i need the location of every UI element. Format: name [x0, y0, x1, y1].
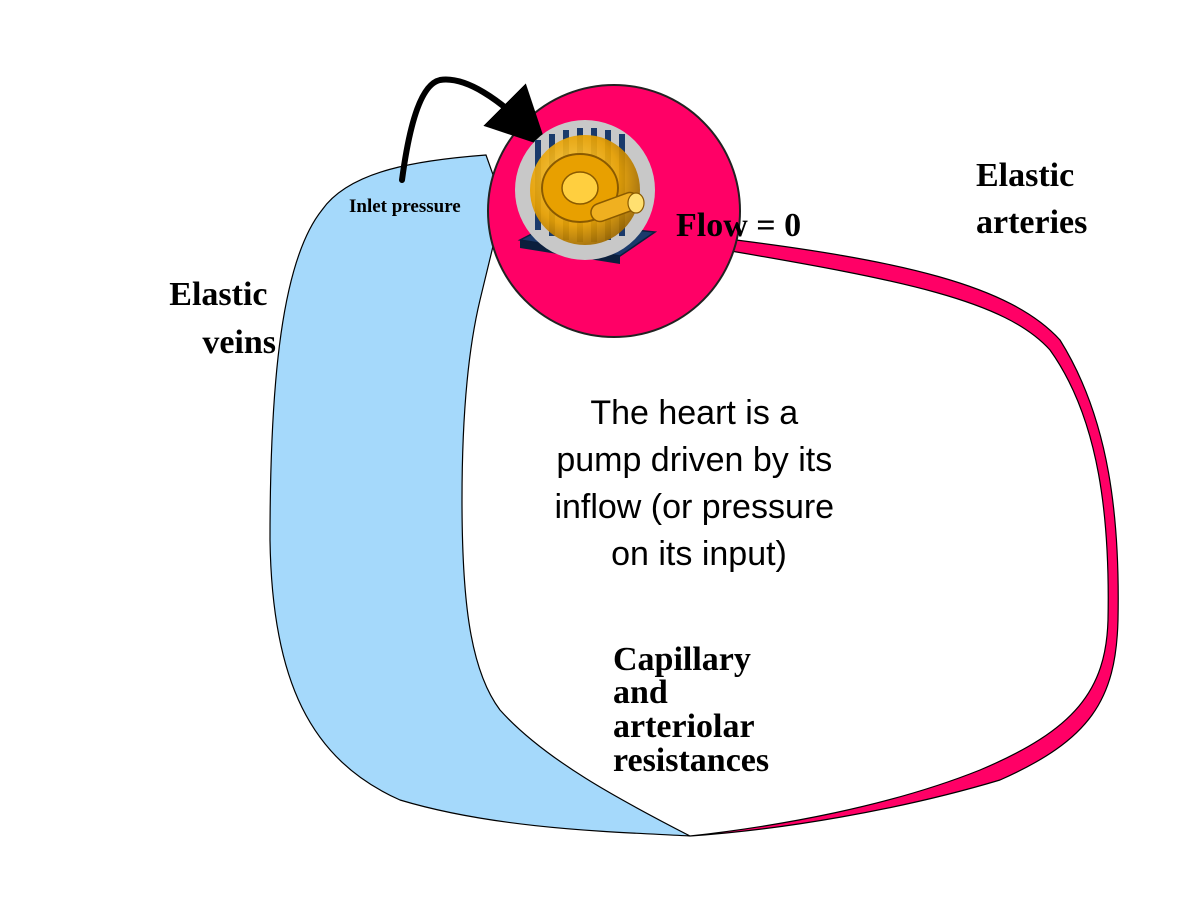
artery-vessel — [689, 237, 1119, 837]
flow-label: Flow = 0 — [676, 207, 801, 244]
elastic-arteries-label: Elastic arteries — [976, 157, 1087, 241]
curved-arrow-icon — [399, 76, 547, 183]
description-text: The heart is a pump driven by its inflow… — [554, 394, 843, 573]
capillary-label: Capillary and arteriolar resistances — [613, 641, 769, 779]
vein-vessel — [269, 154, 691, 837]
inlet-pressure-label: Inlet pressure — [349, 196, 461, 217]
elastic-veins-label: Elastic veins — [169, 276, 276, 361]
electric-motor-icon — [515, 120, 658, 264]
